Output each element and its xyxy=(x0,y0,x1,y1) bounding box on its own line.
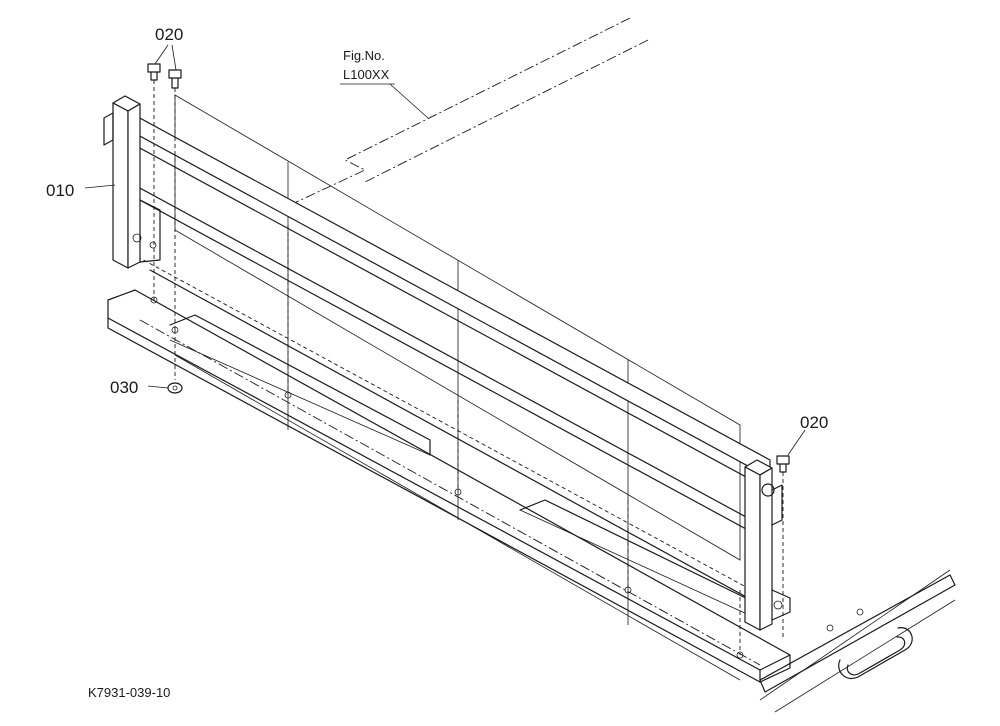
frame-handle xyxy=(759,574,956,693)
callout-leaders xyxy=(84,44,806,456)
base-plate xyxy=(107,289,791,683)
bolt-icon xyxy=(776,455,790,473)
part-label-010: 010 xyxy=(46,181,74,200)
bolt-icon xyxy=(147,63,161,81)
bolt-icon xyxy=(168,69,182,89)
back-panel xyxy=(174,94,741,681)
part-label-020-right: 020 xyxy=(800,413,828,432)
guard-rail-assembly xyxy=(103,95,791,631)
reference-fig-number: L100XX xyxy=(343,67,390,82)
reference-frame xyxy=(289,17,956,713)
bolt-leaders xyxy=(150,80,784,659)
part-label-030: 030 xyxy=(110,378,138,397)
figure-code: K7931-039-10 xyxy=(88,685,170,700)
nut-icon xyxy=(167,382,183,394)
reference-fig-label: Fig.No. xyxy=(343,48,385,63)
part-label-020-left: 020 xyxy=(155,25,183,44)
